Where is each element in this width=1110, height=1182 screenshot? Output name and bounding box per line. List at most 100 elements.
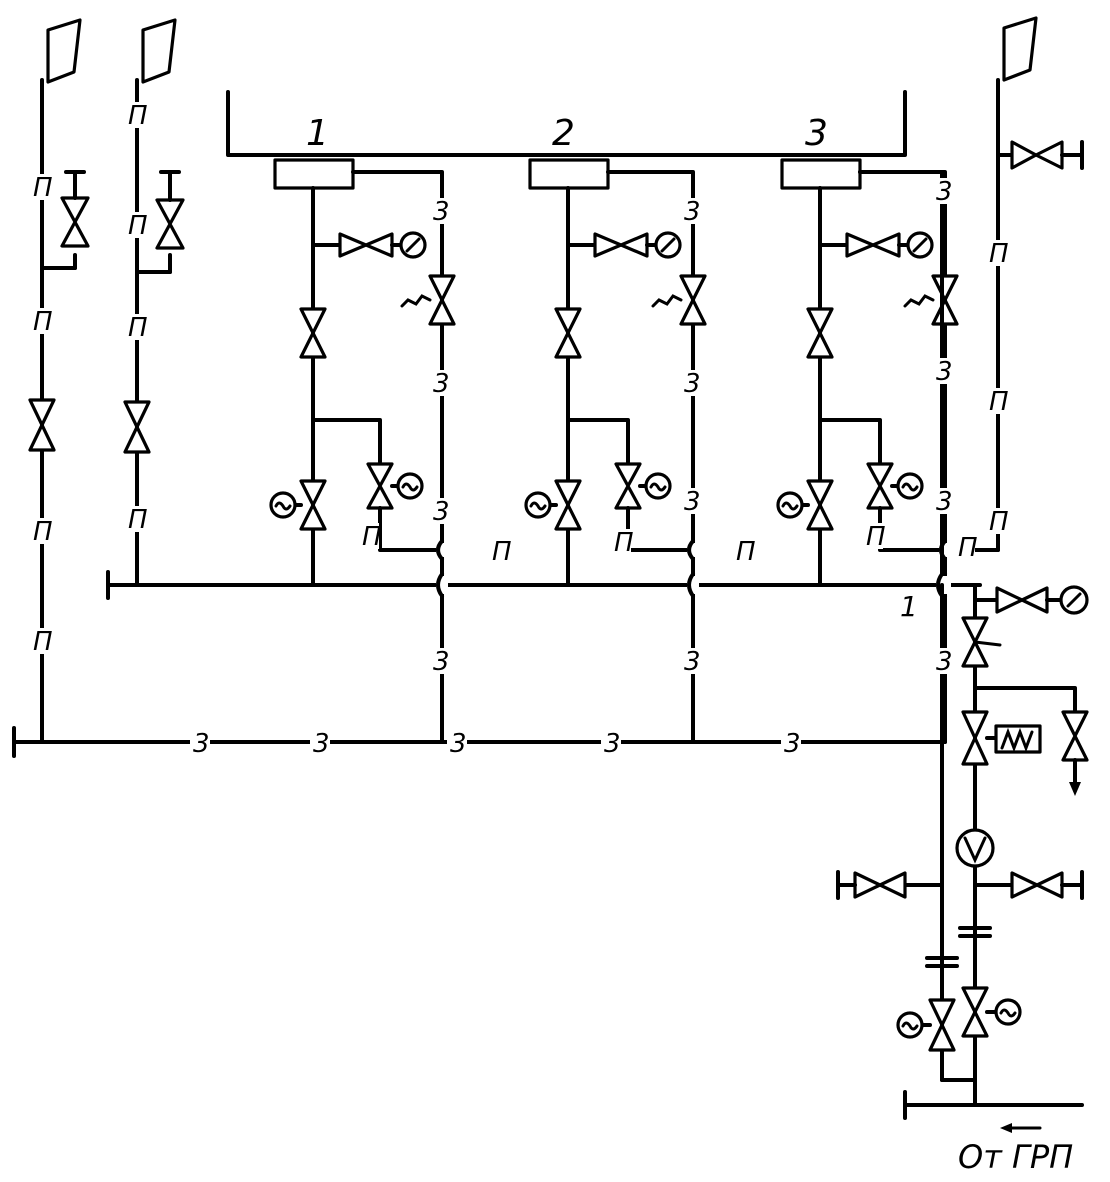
- line-mark: П: [33, 627, 53, 657]
- gauge-icon: [399, 231, 427, 259]
- line-mark: П: [958, 533, 978, 563]
- line-mark: 3: [936, 647, 953, 677]
- line-mark: 3: [433, 197, 450, 227]
- gauge-icon: [654, 231, 682, 259]
- main-gas-header: [106, 570, 982, 600]
- flange-icon: [925, 956, 959, 968]
- line-mark: 3: [684, 197, 701, 227]
- main-line-mark: 1: [900, 590, 918, 623]
- flag-icon: [1002, 16, 1038, 82]
- line-mark: П: [989, 387, 1009, 417]
- valve-icon[interactable]: [679, 274, 707, 326]
- burner-box: [273, 158, 355, 190]
- valve-icon[interactable]: [123, 400, 151, 454]
- solenoid-gauge-icon: [396, 472, 424, 500]
- line-mark: П: [736, 537, 756, 567]
- line-mark: 3: [936, 487, 953, 517]
- flow-meter-icon: [955, 828, 995, 868]
- valve-icon[interactable]: [845, 232, 901, 258]
- burner-box: [528, 158, 610, 190]
- arrow-icon: [1069, 782, 1081, 796]
- line-mark: П: [33, 173, 53, 203]
- burner-unit-2: [528, 158, 610, 190]
- flag-icon: [141, 18, 177, 84]
- solenoid-gauge-icon: [776, 491, 804, 519]
- source-label: От ГРП: [958, 1138, 1073, 1176]
- valve-icon[interactable]: [299, 479, 327, 531]
- valve-icon[interactable]: [554, 307, 582, 359]
- burner-unit-1: [273, 158, 355, 190]
- line-mark: П: [614, 528, 634, 558]
- burner-piping-3: [776, 170, 959, 744]
- arrow-icon: [1000, 1123, 1042, 1133]
- line-mark: 3: [193, 729, 210, 759]
- line-mark: П: [33, 517, 53, 547]
- valve-icon[interactable]: [853, 871, 907, 899]
- flag-icon: [46, 18, 82, 84]
- line-mark: 3: [433, 497, 450, 527]
- line-mark: П: [989, 239, 1009, 269]
- line-mark: П: [362, 522, 382, 552]
- valve-icon[interactable]: [896, 998, 956, 1052]
- solenoid-gauge-icon: [896, 472, 924, 500]
- solenoid-gauge-icon: [524, 491, 552, 519]
- flange-icon: [958, 926, 992, 938]
- valve-icon[interactable]: [338, 232, 394, 258]
- vent-pipe-3: [973, 16, 1084, 552]
- valve-icon[interactable]: [554, 479, 582, 531]
- boiler-outline: [226, 90, 907, 157]
- gauge-icon: [1059, 585, 1089, 615]
- burner-box: [780, 158, 862, 190]
- valve-icon[interactable]: [366, 462, 394, 510]
- supply-line: [903, 583, 1089, 1120]
- line-mark: 3: [450, 729, 467, 759]
- line-mark: П: [989, 507, 1009, 537]
- solenoid-valve-icon[interactable]: [961, 710, 1042, 766]
- valve-icon[interactable]: [1010, 871, 1064, 899]
- valve-icon[interactable]: [806, 479, 834, 531]
- valve-icon[interactable]: [155, 198, 185, 250]
- line-mark: П: [33, 307, 53, 337]
- valve-icon[interactable]: [1061, 710, 1089, 762]
- line-mark: П: [128, 101, 148, 131]
- line-mark: П: [128, 211, 148, 241]
- line-mark: 3: [936, 177, 953, 207]
- line-mark: 3: [433, 369, 450, 399]
- solenoid-gauge-icon: [644, 472, 672, 500]
- line-mark: 3: [684, 487, 701, 517]
- valve-icon[interactable]: [428, 274, 456, 326]
- valve-icon[interactable]: [866, 462, 894, 510]
- valve-icon[interactable]: [806, 307, 834, 359]
- valve-icon[interactable]: [961, 986, 1022, 1038]
- burner-piping-1: [269, 170, 456, 744]
- line-mark: П: [866, 522, 886, 552]
- valve-icon[interactable]: [961, 616, 1002, 668]
- line-mark: 3: [433, 647, 450, 677]
- valve-icon[interactable]: [60, 196, 90, 248]
- bellows-icon: [903, 294, 935, 308]
- line-mark: 3: [684, 369, 701, 399]
- purge-collector: [12, 726, 947, 758]
- unit-label-3: 3: [805, 113, 828, 154]
- line-mark: 3: [604, 729, 621, 759]
- line-mark: 3: [684, 647, 701, 677]
- bellows-icon: [651, 294, 683, 308]
- line-mark: 3: [313, 729, 330, 759]
- valve-icon[interactable]: [593, 232, 649, 258]
- line-mark: 3: [784, 729, 801, 759]
- valve-icon[interactable]: [995, 586, 1049, 614]
- unit-label-2: 2: [552, 113, 575, 154]
- burner-piping-2: [524, 170, 707, 744]
- valve-icon[interactable]: [931, 274, 959, 326]
- unit-label-1: 1: [306, 113, 329, 154]
- line-mark: П: [128, 505, 148, 535]
- line-mark: 3: [936, 357, 953, 387]
- vent-pipe-2: [123, 18, 185, 587]
- valve-icon[interactable]: [28, 398, 56, 452]
- gauge-icon: [906, 231, 934, 259]
- valve-icon[interactable]: [299, 307, 327, 359]
- valve-icon[interactable]: [1010, 140, 1064, 170]
- valve-icon[interactable]: [614, 462, 642, 510]
